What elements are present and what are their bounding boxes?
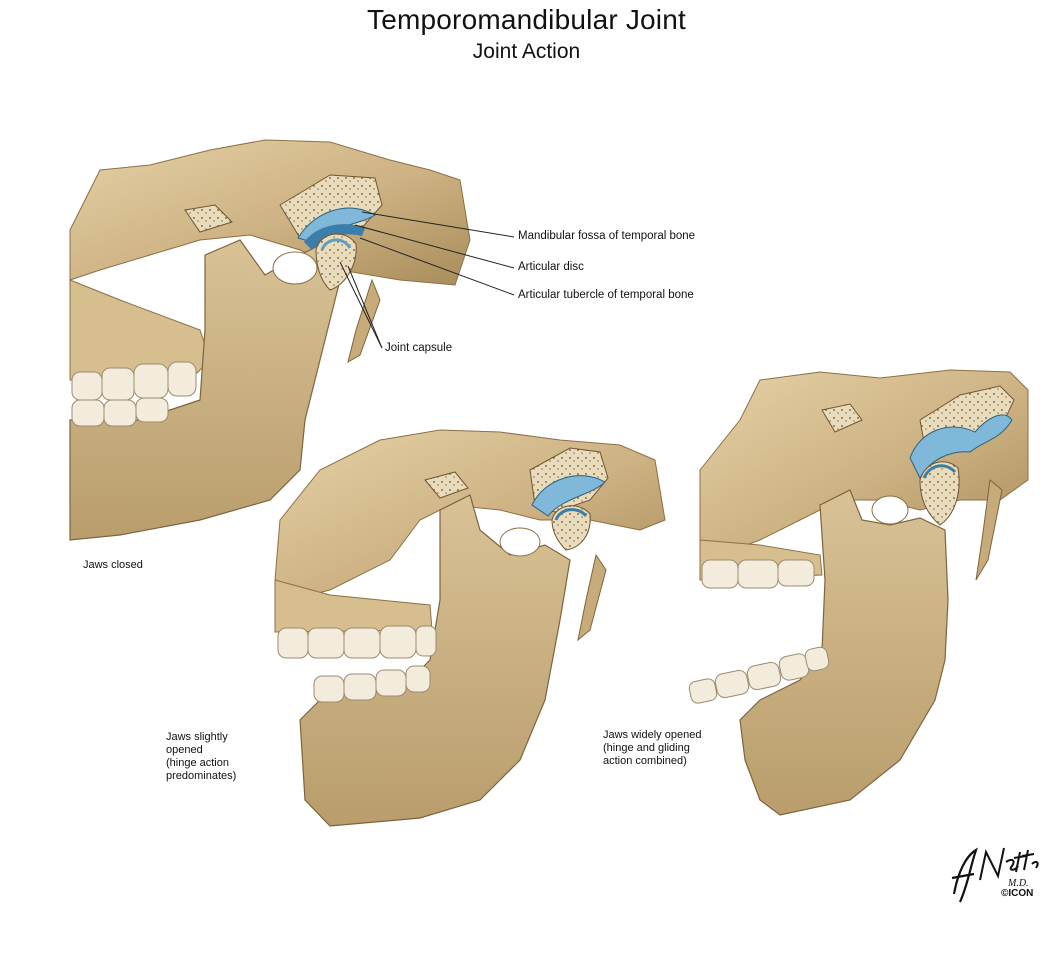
label-articular-disc: Articular disc: [518, 261, 584, 273]
label-mandibular-fossa: Mandibular fossa of temporal bone: [518, 230, 696, 242]
caption-jaws-slightly-opened: Jaws slightly opened (hinge action predo…: [166, 731, 237, 782]
leader-lines: [339, 211, 515, 349]
copyright-mark: ©ICON: [1001, 888, 1034, 899]
label-articular-tubercle: Articular tubercle of temporal bone: [518, 289, 694, 301]
page-title: Temporomandibular Joint: [367, 4, 686, 35]
skull-widely-opened: [688, 369, 1029, 816]
label-joint-capsule: Joint capsule: [385, 342, 453, 354]
skull-slightly-opened: [274, 429, 666, 827]
svg-text:M.D.: M.D.: [1007, 878, 1029, 889]
page-subtitle: Joint Action: [472, 40, 581, 63]
netter-signature: M.D.: [951, 847, 1039, 903]
skull-closed: [69, 139, 471, 541]
caption-jaws-closed: Jaws closed: [83, 559, 143, 571]
caption-jaws-widely-opened: Jaws widely opened (hinge and gliding ac…: [603, 729, 702, 767]
